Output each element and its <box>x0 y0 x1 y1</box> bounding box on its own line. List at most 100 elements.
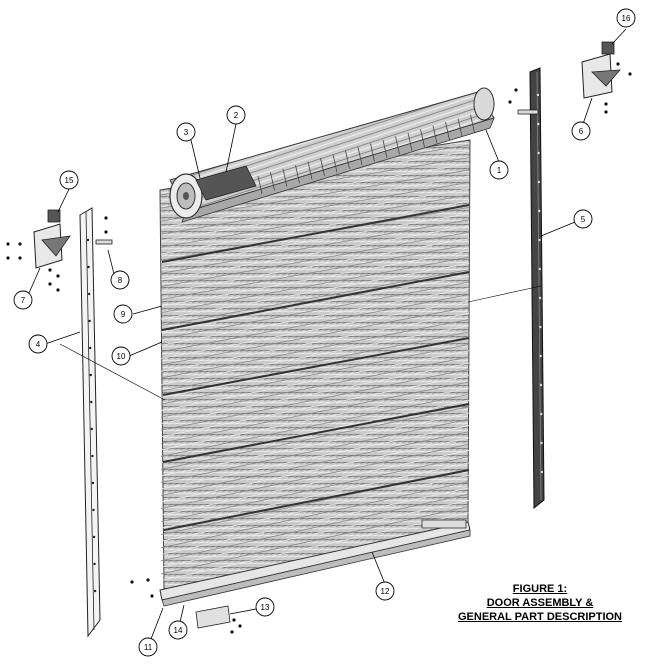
coil-rib <box>370 143 375 162</box>
slat-ridge <box>160 194 470 248</box>
fastener <box>232 618 236 622</box>
callout-11: 11 <box>138 637 158 657</box>
coil-rib <box>295 165 300 184</box>
slat-ridge <box>160 344 470 405</box>
rail-hole <box>537 151 540 155</box>
svg-text:11: 11 <box>144 643 153 652</box>
callout-5: 5 <box>573 209 593 229</box>
bottom-bar <box>159 519 471 607</box>
callout-14: 14 <box>168 620 188 640</box>
fastener <box>48 282 52 286</box>
slat-ridge <box>160 281 470 340</box>
callout-6: 6 <box>571 121 591 141</box>
slat-ridge <box>160 188 470 242</box>
right-bracket <box>581 41 621 99</box>
coil-rib <box>445 121 450 141</box>
slat-lines <box>160 144 470 581</box>
slat-ridge <box>160 350 470 411</box>
slat-ridge <box>160 393 470 457</box>
right-guide-rail <box>517 67 545 510</box>
slat-ridge <box>160 443 470 509</box>
fastener <box>604 102 608 106</box>
rail-hole <box>93 562 96 566</box>
svg-text:16: 16 <box>622 14 631 23</box>
door-curtain <box>159 139 471 591</box>
callout-3: 3 <box>176 122 196 142</box>
fastener <box>514 88 518 92</box>
fasteners <box>6 62 632 634</box>
slat-ridge <box>160 493 470 562</box>
fastener <box>56 274 60 278</box>
fastener <box>238 624 242 628</box>
rail-hole <box>91 454 94 458</box>
svg-text:14: 14 <box>174 626 183 635</box>
slat-ridge <box>160 474 470 542</box>
slat-ridge <box>160 331 470 392</box>
caption-line-2: DOOR ASSEMBLY & <box>486 597 594 609</box>
callout-15: 15 <box>59 170 79 190</box>
slat-ridge <box>160 294 470 353</box>
slat-ridge <box>160 431 470 496</box>
svg-text:3: 3 <box>184 128 189 137</box>
slat-ridge <box>160 213 470 268</box>
slat-ridge <box>160 481 470 549</box>
slat-ridge <box>160 506 470 575</box>
rail-hole <box>89 346 92 350</box>
rail-hole <box>88 319 91 323</box>
coil-rib <box>432 125 438 144</box>
caption-line-1: FIGURE 1: <box>512 583 568 595</box>
left-bracket <box>33 209 113 269</box>
slat-ridge <box>160 462 470 529</box>
rail-hole <box>537 180 541 184</box>
slat-ridge <box>160 244 470 300</box>
coil-rib <box>407 132 413 151</box>
rail-hole <box>93 589 97 593</box>
rail-hole <box>539 354 542 358</box>
callout-9: 9 <box>113 304 133 324</box>
slat-ridge <box>160 387 470 451</box>
coil-rib <box>307 161 313 180</box>
fastener <box>146 578 150 582</box>
coil-ribs <box>257 114 475 195</box>
slat-ridge <box>160 238 470 294</box>
fastener <box>6 242 10 246</box>
fastener <box>230 630 234 634</box>
rail-hole <box>539 383 543 387</box>
rail-hole <box>538 296 542 300</box>
fastener <box>150 594 154 598</box>
coil-rib <box>332 154 338 173</box>
coil-rib <box>420 129 425 148</box>
rail-hole <box>87 292 91 296</box>
callout-8: 8 <box>110 270 130 290</box>
rail-hole <box>538 209 541 213</box>
callouts: 1 2 3 4 5 6 7 8 <box>13 8 636 657</box>
rail-hole <box>538 238 541 242</box>
slat-ridge <box>160 306 470 366</box>
fastener <box>616 62 620 66</box>
rail-hole <box>540 412 543 416</box>
slat-ridge <box>160 256 470 313</box>
fastener <box>18 256 22 260</box>
rail-hole <box>536 93 540 97</box>
fastener <box>604 110 608 114</box>
svg-text:9: 9 <box>121 310 126 319</box>
fastener <box>6 256 10 260</box>
slat-ridge <box>160 412 470 477</box>
slat-ridge <box>160 356 470 418</box>
rail-hole <box>87 265 90 269</box>
slat-ridge <box>160 312 470 372</box>
slat-ridge <box>160 175 470 229</box>
callout-1: 1 <box>489 160 509 180</box>
svg-text:12: 12 <box>381 587 390 596</box>
slat-ridge <box>160 425 470 490</box>
callout-12: 12 <box>375 581 395 601</box>
fastener <box>628 72 632 76</box>
coil-rib <box>382 139 388 159</box>
svg-text:10: 10 <box>117 352 126 361</box>
coil-rib <box>282 168 288 187</box>
callout-2: 2 <box>226 105 246 125</box>
slat-ridge <box>160 325 470 385</box>
svg-text:13: 13 <box>261 603 270 612</box>
coil-rib <box>320 157 325 177</box>
slat-ridge <box>160 437 470 503</box>
